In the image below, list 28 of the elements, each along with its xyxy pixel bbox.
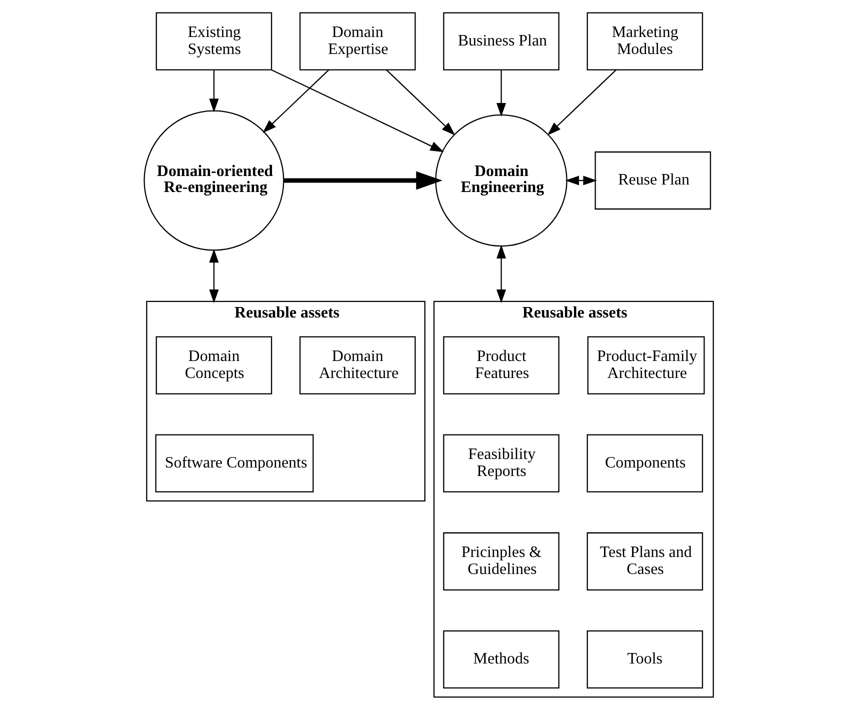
arrow [385,69,455,136]
node-circle: Domain-oriented Re-engineering [143,110,284,251]
node-box: Domain Expertise [298,12,416,70]
node-box: Product Features [442,336,559,394]
arrow [496,244,506,304]
node-box: Domain Architecture [298,336,416,394]
node-box: Existing Systems [155,12,272,70]
arrow [262,69,329,133]
node-box: Business Plan [442,12,559,70]
node-circle: Domain Engineering [434,114,567,247]
node-box: Tools [586,630,703,688]
arrow [284,171,442,190]
node-box: Reuse Plan [594,151,711,210]
arrow [546,69,616,136]
node-box: Feasibility Reports [442,434,559,492]
node-box: Marketing Modules [586,12,703,70]
node-box: Product-Family Architecture [586,336,704,394]
node-box: Pricinples & Guidelines [442,532,559,590]
arrow [564,176,596,186]
node-box: Software Components [154,434,314,492]
node-box: Domain Concepts [155,336,272,394]
node-box: Test Plans and Cases [586,532,703,590]
arrow [270,69,444,152]
arrow [208,70,218,112]
arrow [208,248,218,304]
node-box: Components [586,434,703,492]
node-box: Methods [442,630,559,688]
arrow [496,70,506,117]
